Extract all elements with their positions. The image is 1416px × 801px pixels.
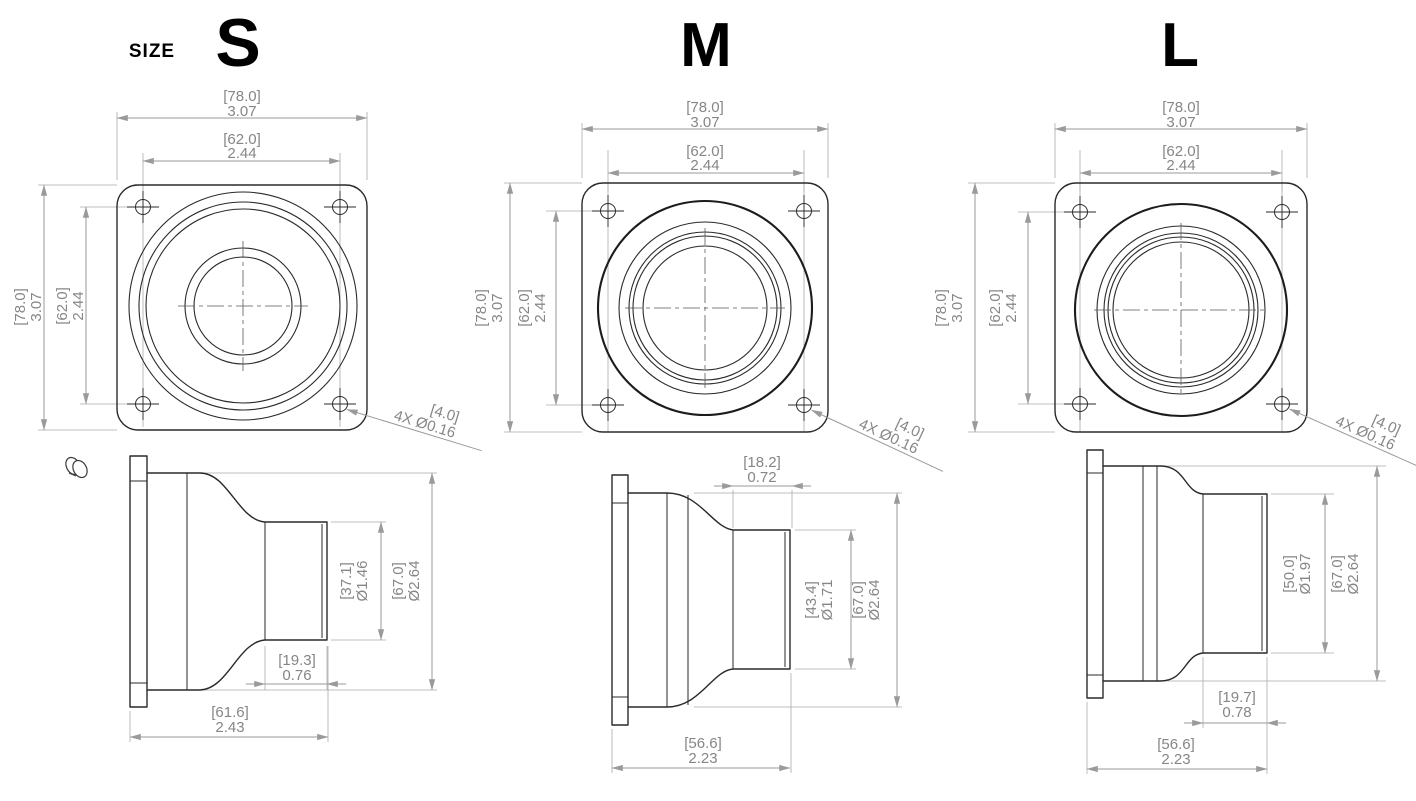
- size-l-header: L: [1161, 11, 1199, 80]
- m-side-body-outline: [627, 492, 791, 708]
- m-front-dimension-lines: [506, 125, 829, 433]
- s-front-hole-callout: [4.0] 4X Ø0.16: [346, 401, 482, 452]
- s-front-width-inch: 3.07: [227, 103, 256, 120]
- l-side-view: [50.0] Ø1.97 [67.0] Ø2.64 [19.7] 0.78 [5…: [1086, 449, 1386, 774]
- l-side-flange-fillet-lines: [1087, 472, 1103, 676]
- l-front-view: [78.0] 3.07 [62.0] 2.44 [78.0] 3.07 [62.…: [933, 99, 1416, 468]
- s-max-dia-mm: [67.0]: [390, 562, 407, 600]
- l-front-width-inch: 3.07: [1166, 114, 1195, 131]
- s-side-extension-lines: [129, 472, 437, 742]
- m-front-height-inch: 3.07: [489, 293, 506, 322]
- m-front-boltspacing-v-mm: [62.0]: [516, 289, 533, 327]
- s-side-dimension-lines: [129, 472, 436, 741]
- s-front-extension-lines: [38, 112, 368, 431]
- s-total-len-inch: 2.43: [215, 719, 244, 736]
- l-side-body-edges: [1142, 466, 1263, 681]
- m-tip-dia-mm: [43.4]: [803, 581, 820, 619]
- m-total-len-inch: 2.23: [688, 750, 717, 767]
- s-front-view: [78.0] 3.07 [62.0] 2.44 [78.0] 3.07 [62.…: [12, 88, 482, 452]
- l-front-height-mm: [78.0]: [933, 289, 950, 327]
- s-side-flange-fillet-lines: [130, 480, 147, 684]
- l-tip-dia-mm: [50.0]: [1281, 555, 1298, 593]
- l-front-hole-callout: [4.0] 4X Ø0.16: [1289, 408, 1416, 468]
- s-total-len-mm: [61.6]: [211, 704, 249, 721]
- l-total-len-inch: 2.23: [1161, 751, 1190, 768]
- l-side-dimension-lines: [1086, 465, 1381, 773]
- m-side-flange: [611, 474, 629, 726]
- s-front-width-mm: [78.0]: [223, 88, 261, 105]
- m-side-extension-lines: [611, 490, 902, 773]
- s-side-view: [37.1] Ø1.46 [67.0] Ø2.64 [19.3] 0.76 [6…: [65, 455, 437, 742]
- s-tip-dia-inch: Ø1.46: [354, 561, 371, 602]
- s-front-height-mm: [78.0]: [12, 288, 29, 326]
- s-tip-len-inch: 0.76: [282, 667, 311, 684]
- m-front-boltspacing-mm: [62.0]: [686, 143, 724, 160]
- s-front-boltspacing-v-inch: 2.44: [70, 291, 87, 320]
- m-front-width-inch: 3.07: [690, 114, 719, 131]
- size-label: SIZE: [129, 41, 175, 62]
- l-front-centerlines: [1094, 223, 1268, 397]
- m-front-width-mm: [78.0]: [686, 99, 724, 116]
- m-max-dia-inch: Ø2.64: [866, 580, 883, 621]
- s-side-flange: [129, 455, 148, 708]
- l-front-boltspacing-v-mm: [62.0]: [987, 289, 1004, 327]
- m-front-boltspacing-inch: 2.44: [690, 157, 719, 174]
- s-tip-dia-mm: [37.1]: [338, 562, 355, 600]
- size-s-header: S: [215, 5, 260, 81]
- header-row: SIZE S M L: [129, 5, 1199, 81]
- size-m-header: M: [680, 11, 732, 80]
- l-front-bolt-holes: [1064, 196, 1298, 420]
- l-side-flange: [1086, 449, 1104, 699]
- l-front-height-inch: 3.07: [949, 293, 966, 322]
- l-flange-plate-outline: [1054, 182, 1308, 433]
- s-side-body-outline: [146, 472, 328, 691]
- m-front-view: [78.0] 3.07 [62.0] 2.44 [78.0] 3.07 [62.…: [473, 99, 944, 472]
- m-tip-len-inch: 0.72: [747, 469, 776, 486]
- s-front-boltspacing-mm: [62.0]: [223, 131, 261, 148]
- m-side-dimension-lines: [611, 482, 901, 772]
- s-front-height-inch: 3.07: [28, 292, 45, 321]
- l-front-boltspacing-inch: 2.44: [1166, 157, 1195, 174]
- s-flange-plate-outline: [116, 184, 368, 431]
- s-front-centerlines: [178, 241, 308, 371]
- m-tip-dia-inch: Ø1.71: [819, 580, 836, 621]
- m-front-bolt-holes: [592, 195, 820, 421]
- s-max-dia-inch: Ø2.64: [406, 561, 423, 602]
- s-front-dimension-lines: [40, 114, 368, 431]
- m-front-hole-callout: [4.0] 4X Ø0.16: [811, 409, 944, 472]
- m-side-flange-fillet-lines: [612, 502, 628, 698]
- m-front-height-mm: [78.0]: [473, 289, 490, 327]
- m-flange-plate-outline: [581, 182, 829, 433]
- m-tip-len-mm: [18.2]: [743, 454, 781, 471]
- s-front-boltspacing-inch: 2.44: [227, 145, 256, 162]
- l-front-boltspacing-v-inch: 2.44: [1003, 293, 1020, 322]
- l-max-dia-mm: [67.0]: [1329, 555, 1346, 593]
- l-front-dimension-lines: [971, 125, 1308, 433]
- isometric-thumbnail-icon: [65, 456, 88, 479]
- l-front-width-mm: [78.0]: [1162, 99, 1200, 116]
- m-front-boltspacing-v-inch: 2.44: [532, 293, 549, 322]
- l-front-boltspacing-mm: [62.0]: [1162, 143, 1200, 160]
- l-tip-len-mm: [19.7]: [1218, 689, 1256, 706]
- m-side-body-edges: [666, 493, 786, 707]
- m-max-dia-mm: [67.0]: [850, 581, 867, 619]
- s-tip-len-mm: [19.3]: [278, 652, 316, 669]
- m-front-centerlines: [625, 228, 785, 388]
- m-side-view: [18.2] 0.72 [43.4] Ø1.71 [67.0] Ø2.64 [5…: [611, 454, 902, 773]
- s-front-bolt-holes: [127, 191, 356, 420]
- s-front-boltspacing-v-mm: [62.0]: [54, 287, 71, 325]
- l-tip-len-inch: 0.78: [1222, 704, 1251, 721]
- m-total-len-mm: [56.6]: [684, 735, 722, 752]
- l-total-len-mm: [56.6]: [1157, 736, 1195, 753]
- l-tip-dia-inch: Ø1.97: [1297, 554, 1314, 595]
- l-side-extension-lines: [1086, 465, 1386, 774]
- l-side-body-outline: [1102, 465, 1268, 682]
- l-max-dia-inch: Ø2.64: [1345, 554, 1362, 595]
- s-side-body-edges: [186, 473, 323, 690]
